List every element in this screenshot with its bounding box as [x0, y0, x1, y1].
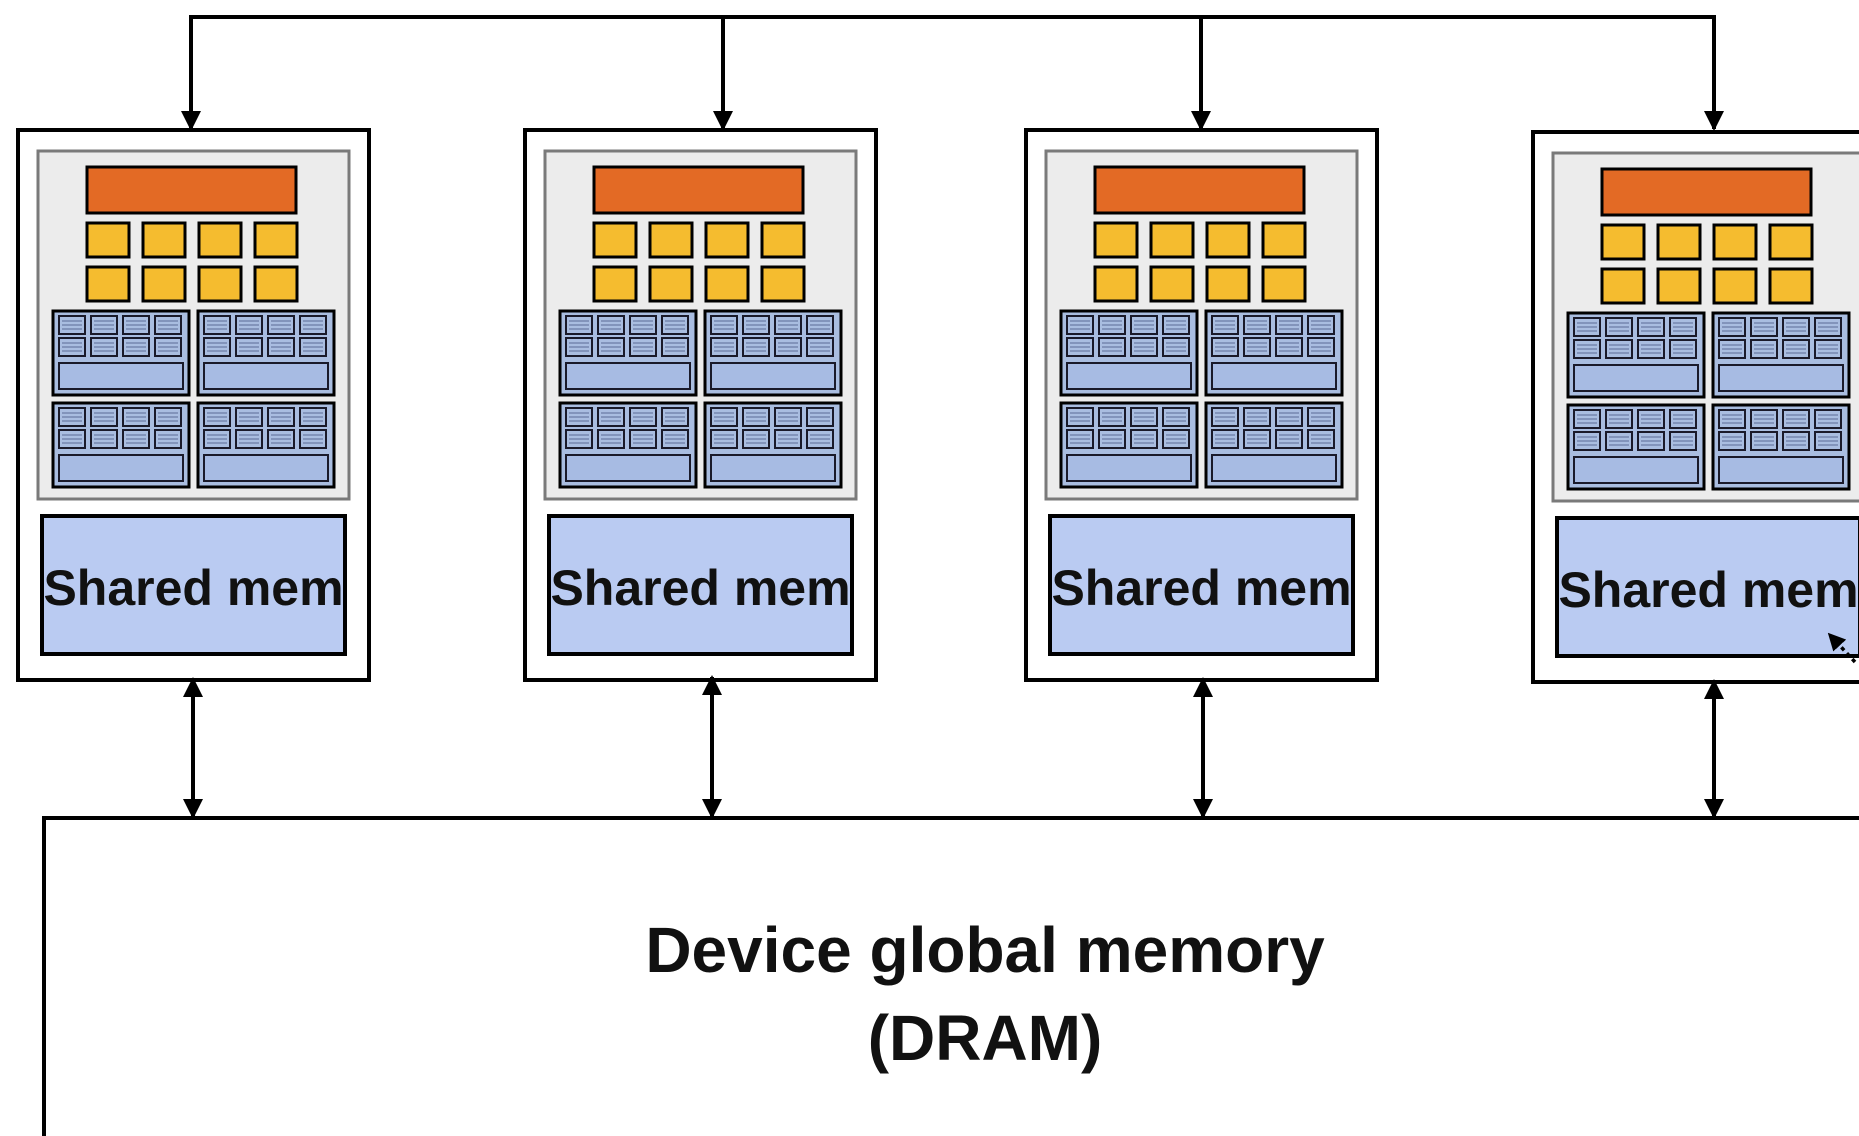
- core-block-1: Shared mem: [16, 128, 371, 682]
- yellow-unit: [1205, 221, 1251, 259]
- cluster-register-bar: [565, 362, 691, 390]
- shared-mem-box: [40, 514, 347, 656]
- shared-mem-label: Shared mem: [43, 560, 343, 616]
- cluster-register-bar: [203, 454, 329, 482]
- yellow-unit: [85, 265, 131, 303]
- cluster-register-bar: [1573, 456, 1699, 484]
- yellow-unit: [1768, 267, 1814, 305]
- core-block-2: Shared mem: [523, 128, 878, 682]
- yellow-unit: [1093, 265, 1139, 303]
- core-block-3: Shared mem: [1024, 128, 1379, 682]
- core-blocks: Shared mem Shared mem Shared mem Shared mem: [16, 128, 1859, 684]
- yellow-unit: [1712, 223, 1758, 261]
- yellow-unit: [1656, 267, 1702, 305]
- yellow-unit: [704, 221, 750, 259]
- yellow-unit: [1712, 267, 1758, 305]
- yellow-unit: [253, 221, 299, 259]
- cluster-register-bar: [710, 454, 836, 482]
- cluster-register-bar: [1573, 364, 1699, 392]
- shared-mem-label: Shared mem: [1051, 560, 1351, 616]
- global-memory-title: Device global memory: [645, 914, 1325, 986]
- yellow-unit: [1261, 221, 1307, 259]
- yellow-unit: [1093, 221, 1139, 259]
- core-block-4: Shared mem: [1531, 130, 1859, 684]
- shared-mem-label: Shared mem: [1558, 562, 1858, 618]
- control-unit: [1093, 165, 1306, 215]
- yellow-unit: [1768, 223, 1814, 261]
- yellow-unit: [592, 265, 638, 303]
- yellow-unit: [197, 265, 243, 303]
- cluster-register-bar: [58, 454, 184, 482]
- yellow-unit: [1149, 265, 1195, 303]
- shared-mem-box: [547, 514, 854, 656]
- cluster-register-bar: [1211, 362, 1337, 390]
- top-bus: [181, 15, 1724, 131]
- yellow-unit: [760, 221, 806, 259]
- yellow-unit: [648, 221, 694, 259]
- yellow-unit: [85, 221, 131, 259]
- cluster-register-bar: [710, 362, 836, 390]
- yellow-unit: [253, 265, 299, 303]
- shared-mem-box: [1048, 514, 1355, 656]
- cluster-register-bar: [58, 362, 184, 390]
- shared-mem-label: Shared mem: [550, 560, 850, 616]
- cluster-register-bar: [1066, 454, 1192, 482]
- yellow-unit: [592, 221, 638, 259]
- memory-connectors: [183, 675, 1724, 819]
- yellow-unit: [1261, 265, 1307, 303]
- yellow-unit: [1205, 265, 1251, 303]
- cluster-register-bar: [1066, 362, 1192, 390]
- cluster-register-bar: [1211, 454, 1337, 482]
- cluster-register-bar: [203, 362, 329, 390]
- yellow-unit: [1656, 223, 1702, 261]
- control-unit: [1600, 167, 1813, 217]
- yellow-unit: [1600, 223, 1646, 261]
- cluster-register-bar: [1718, 456, 1844, 484]
- yellow-unit: [197, 221, 243, 259]
- cluster-register-bar: [1718, 364, 1844, 392]
- yellow-unit: [141, 221, 187, 259]
- yellow-unit: [1600, 267, 1646, 305]
- yellow-unit: [704, 265, 750, 303]
- yellow-unit: [141, 265, 187, 303]
- control-unit: [592, 165, 805, 215]
- control-unit: [85, 165, 298, 215]
- dotted-arrow-icon: [1827, 632, 1857, 664]
- cluster-register-bar: [565, 454, 691, 482]
- yellow-unit: [760, 265, 806, 303]
- global-memory-box: Device global memory (DRAM): [42, 816, 1859, 1136]
- global-memory-subtitle: (DRAM): [868, 1002, 1103, 1074]
- yellow-unit: [648, 265, 694, 303]
- yellow-unit: [1149, 221, 1195, 259]
- shared-mem-box: [1555, 516, 1859, 658]
